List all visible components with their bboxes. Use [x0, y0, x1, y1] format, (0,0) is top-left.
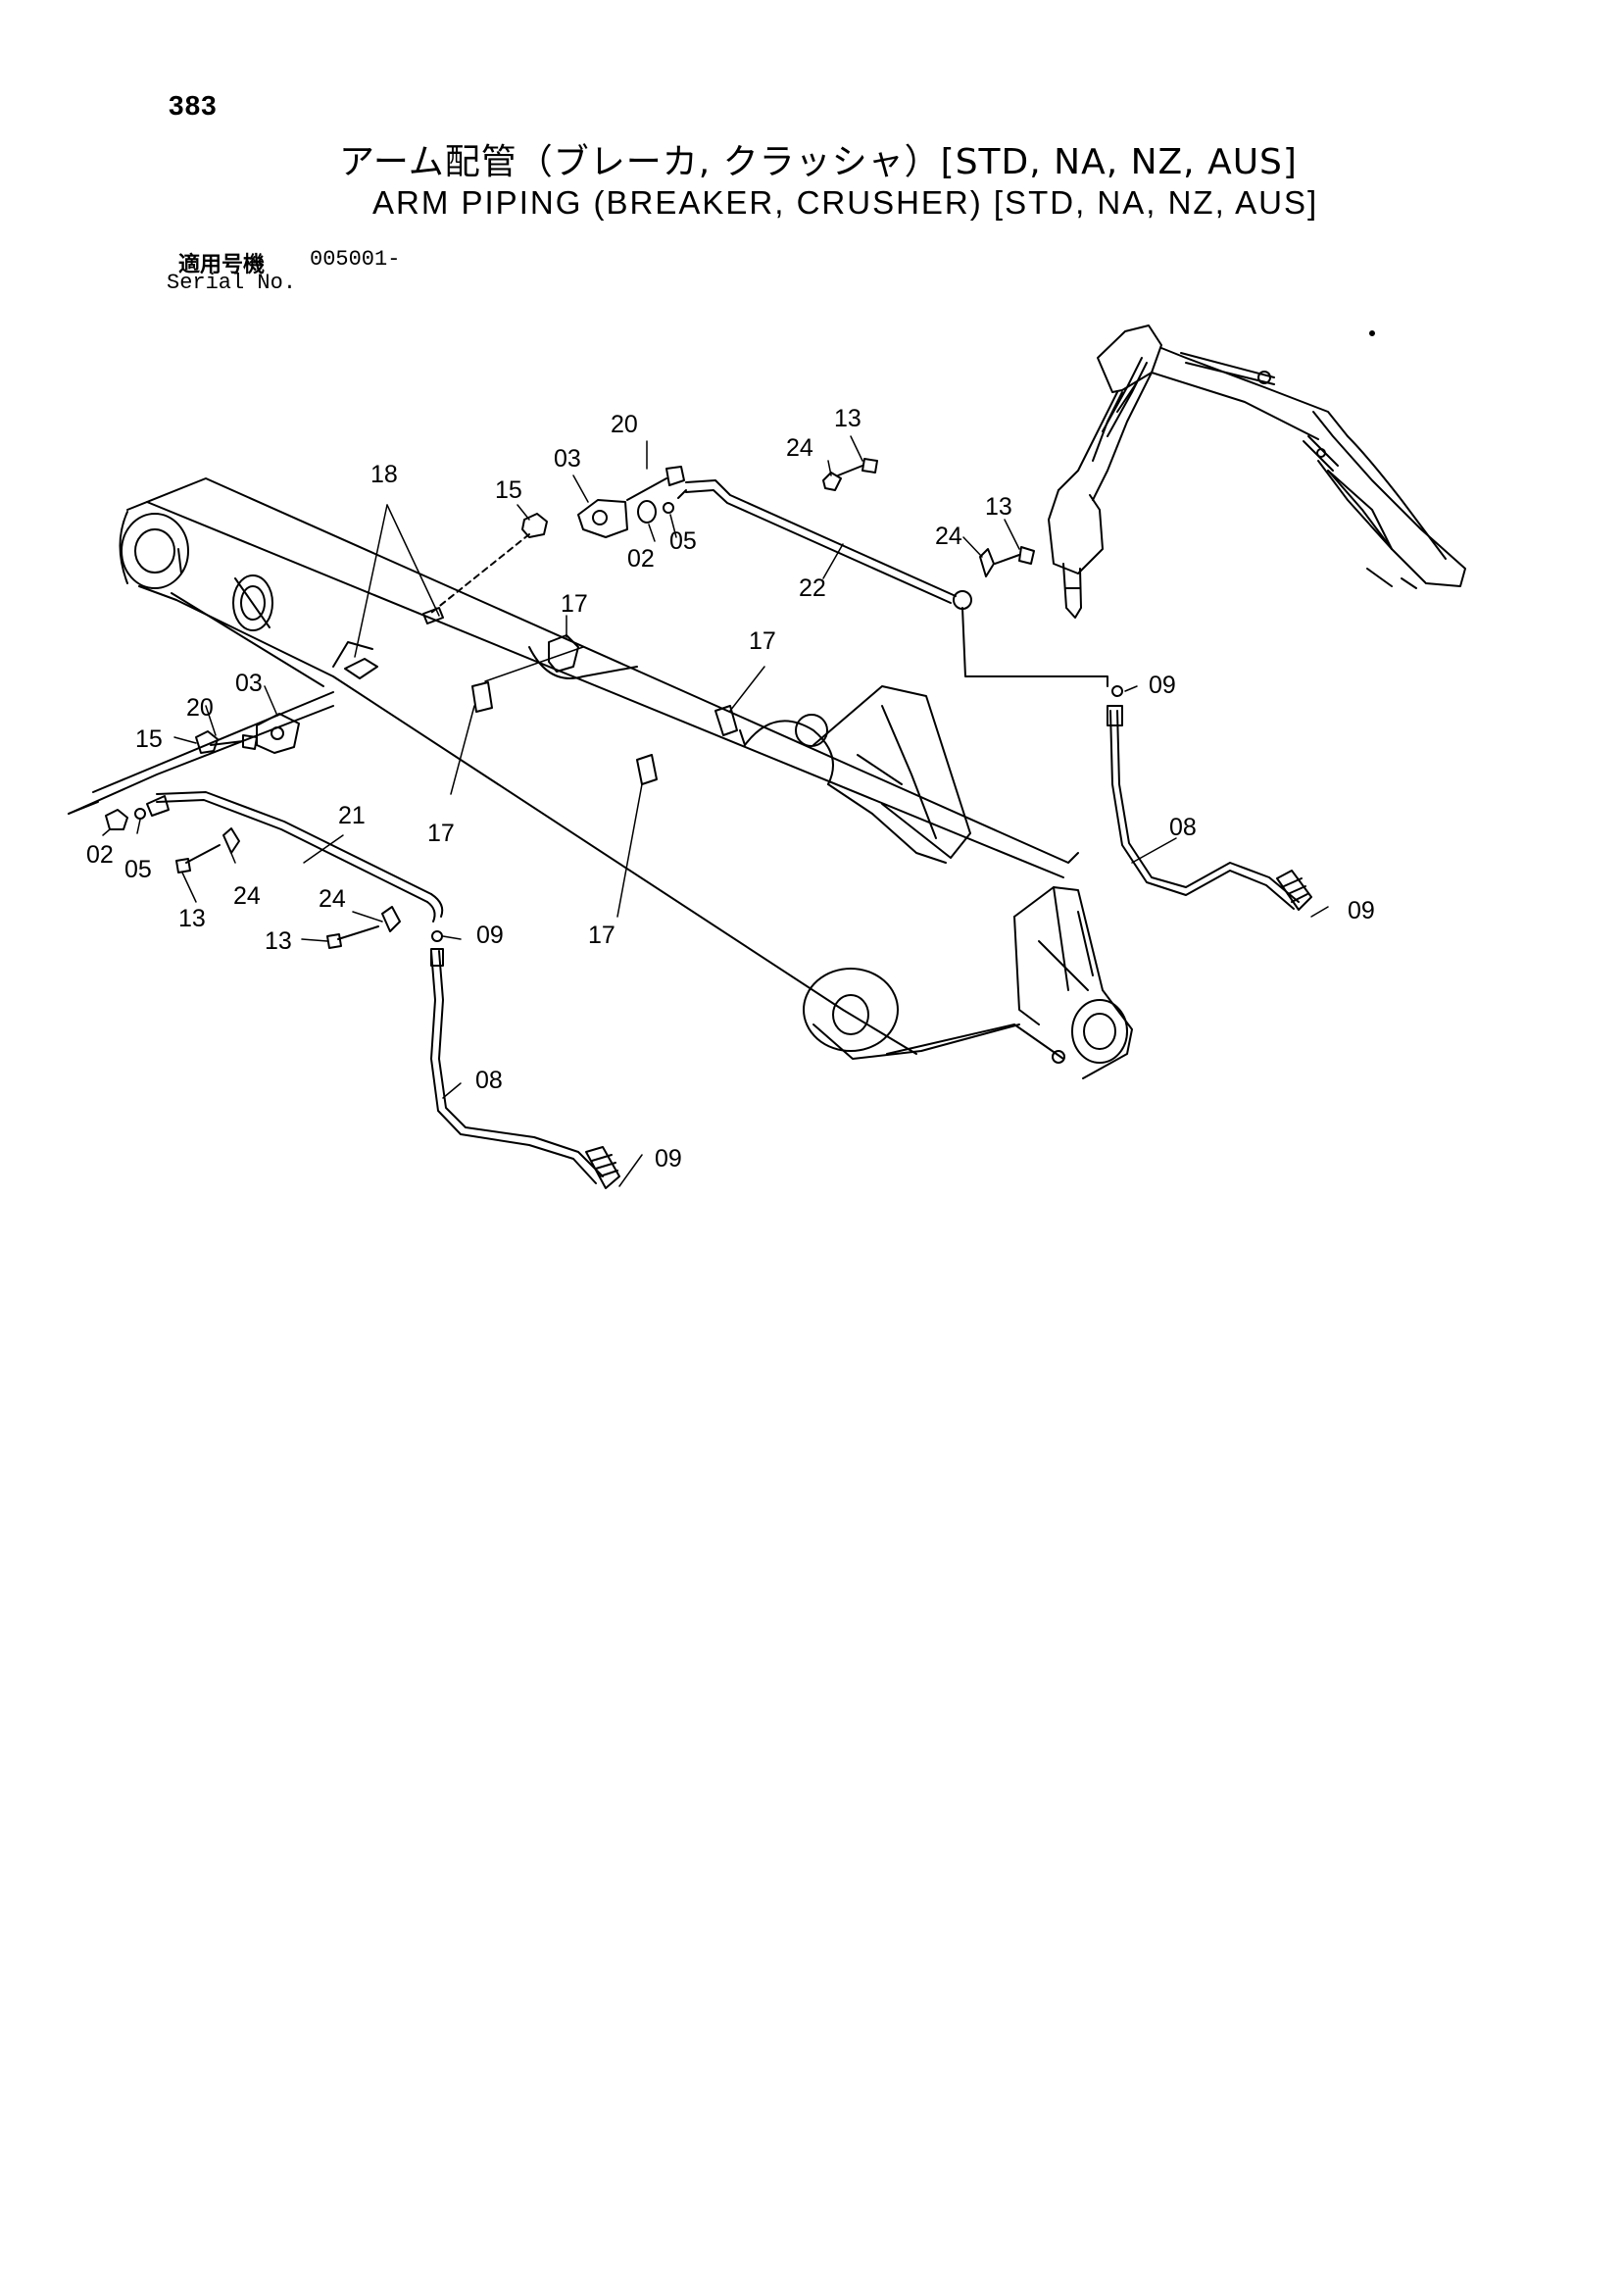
callout-24-left: 24 — [233, 882, 261, 910]
callout-21: 21 — [338, 802, 366, 829]
callout-17-d: 17 — [588, 922, 615, 949]
serial-number-value: 005001- — [310, 247, 401, 272]
callout-08-left: 08 — [475, 1067, 503, 1094]
callout-22: 22 — [799, 574, 826, 602]
callout-05-top: 05 — [669, 527, 697, 555]
callout-15-top: 15 — [495, 476, 522, 504]
arm-body — [119, 477, 1133, 1079]
page-title-japanese: アーム配管（ブレーカ, クラッシャ）[STD, NA, NZ, AUS] — [339, 142, 1298, 182]
callout-02-left: 02 — [86, 841, 114, 869]
excavator-inset — [1048, 324, 1466, 619]
callout-13-bottom: 13 — [265, 927, 292, 955]
left-pipe-assembly — [68, 641, 444, 949]
callout-09-right-end: 09 — [1348, 897, 1375, 924]
callout-09-left-end: 09 — [655, 1145, 682, 1173]
callout-09-left: 09 — [476, 922, 504, 949]
callout-24-right: 24 — [935, 523, 962, 550]
page-title-english: ARM PIPING (BREAKER, CRUSHER) [STD, NA, … — [372, 184, 1319, 221]
page-number: 383 — [169, 90, 218, 121]
callout-02-top: 02 — [627, 545, 655, 573]
callout-13-top: 13 — [834, 405, 861, 432]
callout-15-left: 15 — [135, 725, 163, 753]
clamps-17 — [471, 634, 746, 785]
callout-03-top: 03 — [554, 445, 581, 473]
leader-lines — [102, 435, 1329, 1187]
callout-20-left: 20 — [186, 694, 214, 722]
callout-17-c: 17 — [427, 820, 455, 847]
callout-13-right: 13 — [985, 493, 1012, 521]
serial-label-japanese: 適用号機 — [178, 253, 266, 277]
serial-label-english: Serial No. — [167, 271, 297, 295]
callout-03-left: 03 — [235, 670, 263, 697]
callout-05-left: 05 — [124, 856, 152, 883]
callout-17-b: 17 — [749, 627, 776, 655]
callout-20-top: 20 — [611, 411, 638, 438]
callout-09-right: 09 — [1149, 672, 1176, 699]
hoses-08 — [430, 607, 1312, 1189]
callout-17-a: 17 — [561, 590, 588, 618]
callout-24-top: 24 — [786, 434, 813, 462]
callout-13-left: 13 — [178, 905, 206, 932]
callout-08-right: 08 — [1169, 814, 1197, 841]
callout-labels: 18 03 15 20 02 05 24 13 22 24 13 09 17 1… — [86, 405, 1375, 1173]
callout-18: 18 — [370, 461, 398, 488]
callout-24-bottom: 24 — [319, 885, 346, 913]
